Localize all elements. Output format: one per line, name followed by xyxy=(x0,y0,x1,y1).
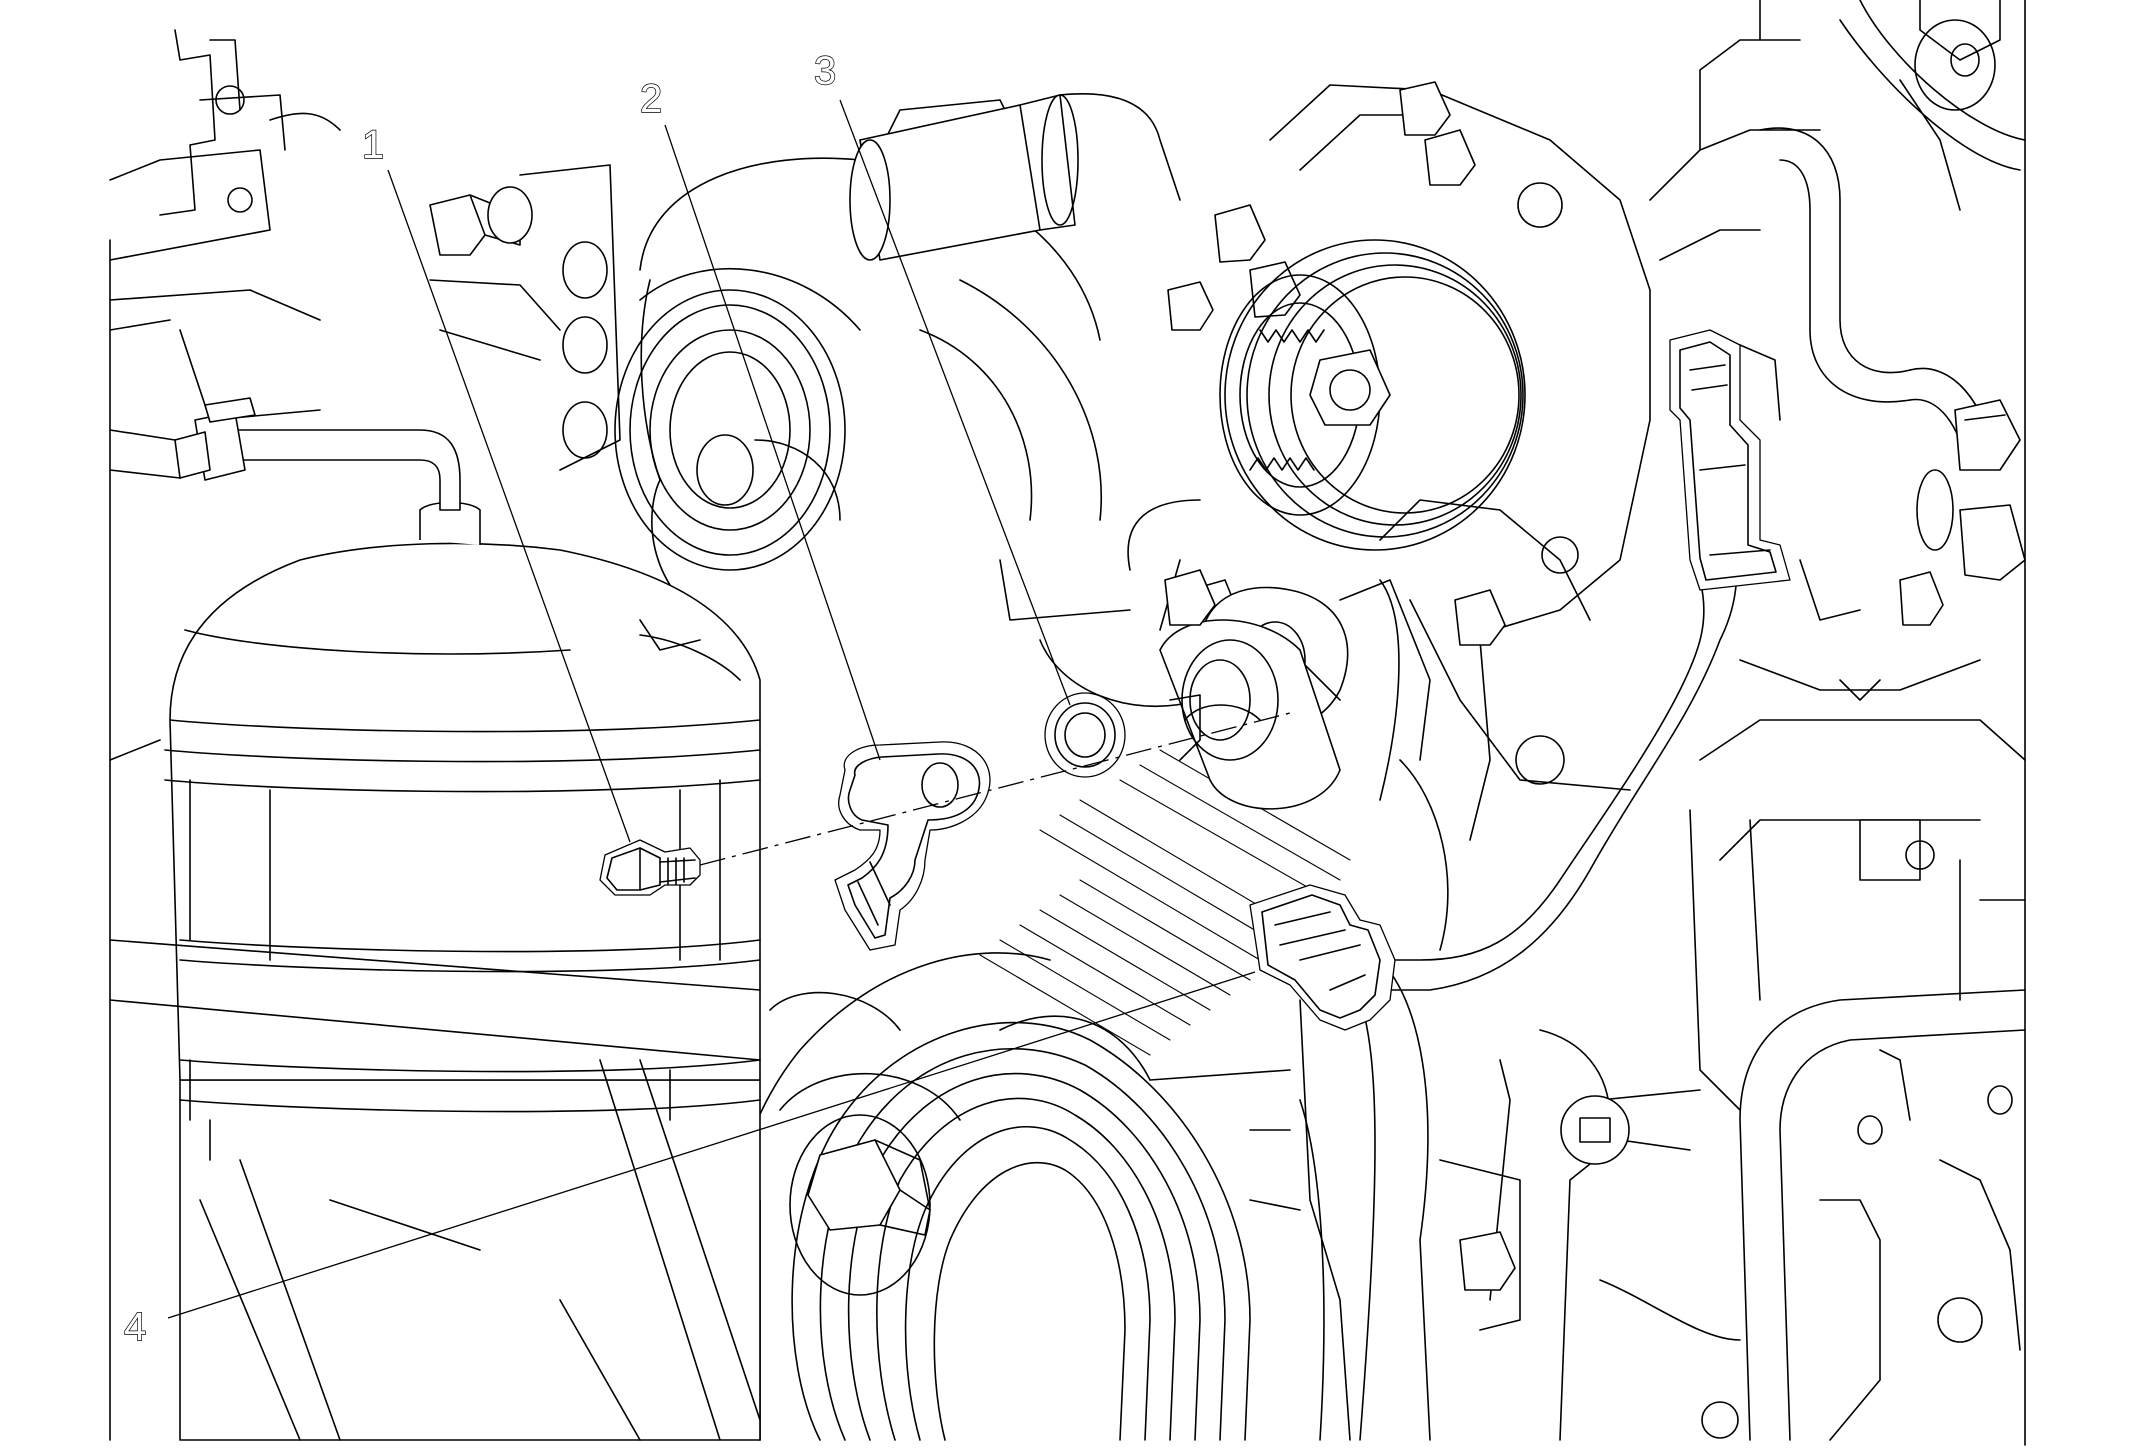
leader-1 xyxy=(387,169,631,843)
leader-4 xyxy=(167,971,1256,1319)
callout-2: 2 xyxy=(640,77,662,121)
assembly-axis xyxy=(699,712,1291,866)
callout-3: 3 xyxy=(814,49,836,93)
bracket-part xyxy=(834,741,991,951)
engine-block-outline xyxy=(109,0,2026,1446)
callout-labels: 1 2 3 4 xyxy=(123,48,837,1349)
harness-connector xyxy=(1249,329,1791,1031)
callout-1: 1 xyxy=(362,123,384,167)
callout-4: 4 xyxy=(124,1305,146,1349)
leader-lines xyxy=(167,99,1256,1319)
leader-2 xyxy=(664,124,881,761)
leader-3 xyxy=(839,99,1071,706)
bolt-part xyxy=(599,694,1261,896)
washer-part xyxy=(1044,692,1126,778)
reservoir-housing xyxy=(109,397,761,1441)
